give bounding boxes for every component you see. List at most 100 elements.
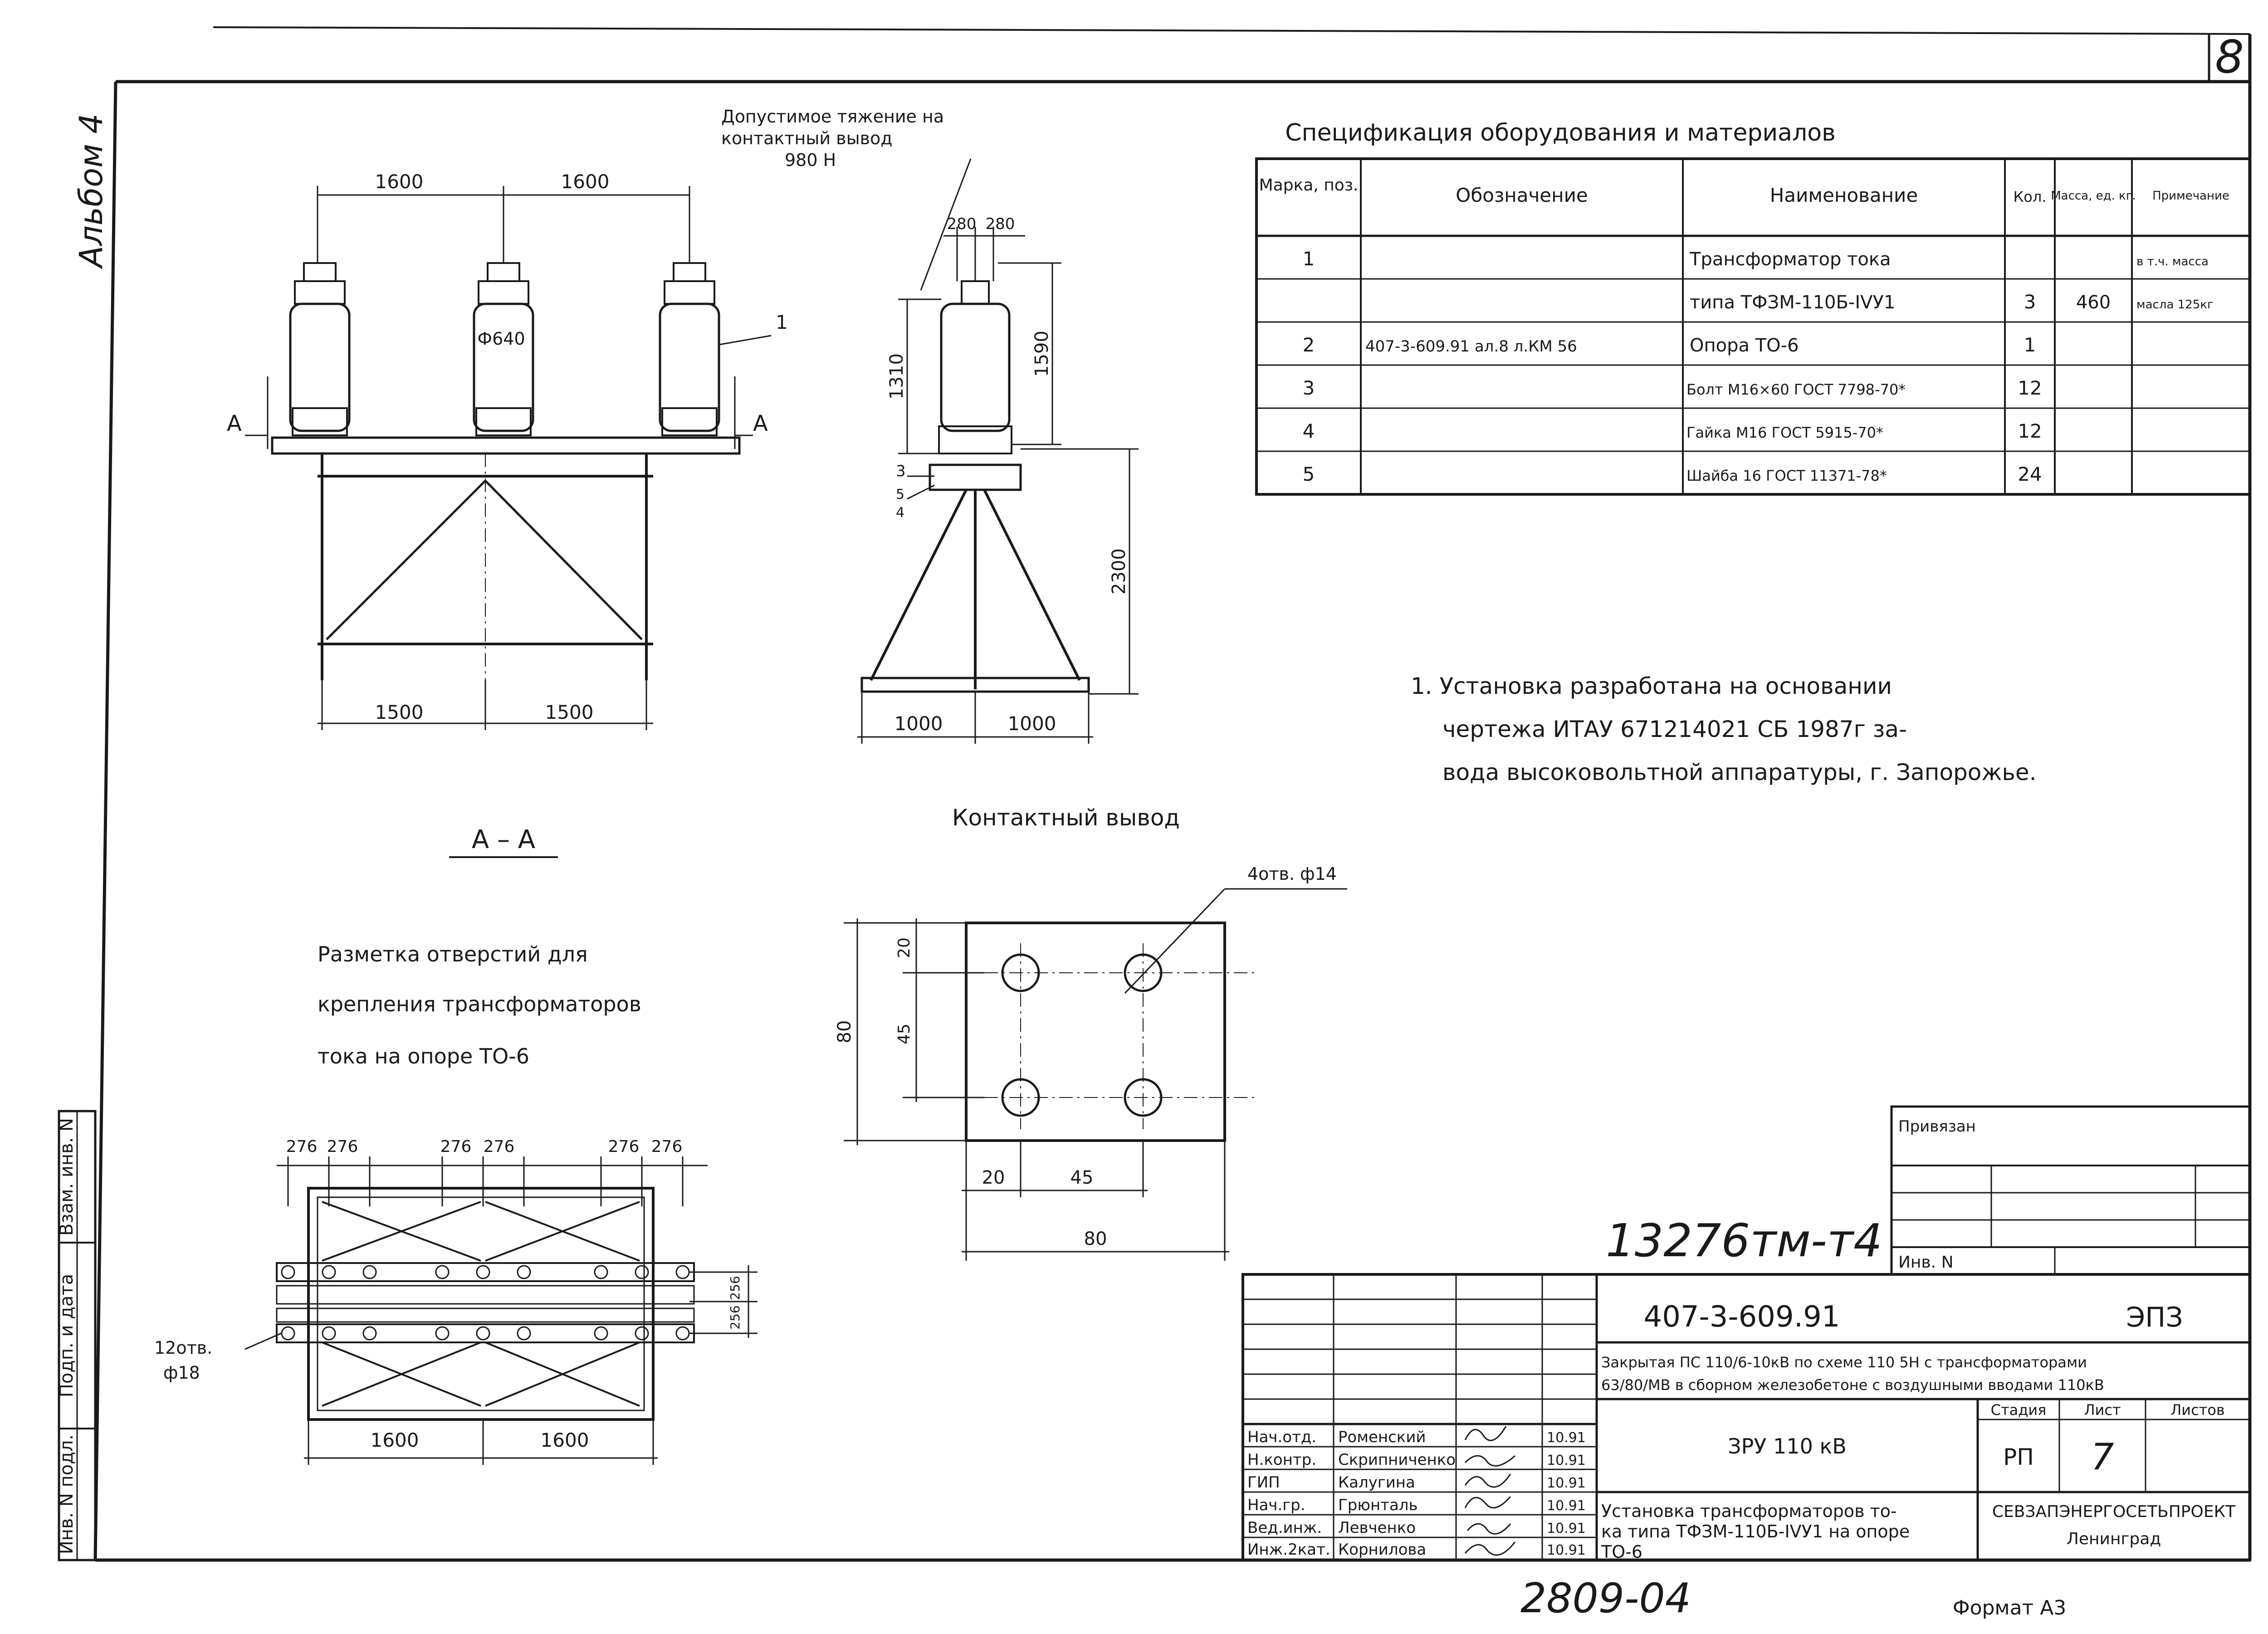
front-view [245,158,972,730]
spec-cell: типа ТФЗМ-110Б-IVУ1 [1690,292,1895,313]
transformer-1 [289,262,351,436]
front-dim-bottom-left: 1500 [375,701,424,723]
spec-cell: 3 [1303,377,1315,399]
title-drawing-2: ка типа ТФЗМ-110Б-IVУ1 на опоре [1601,1522,1910,1541]
bottom-number: 2809-04 [1520,1575,1691,1622]
signatures [1464,1426,1516,1556]
section-aa-plan [244,1156,758,1465]
spec-cell: 5 [1303,463,1315,485]
staff-name: Скрипниченко [1338,1451,1456,1469]
side-stamp [58,1110,97,1561]
staff-role: Нач.гр. [1247,1496,1305,1514]
title-project-2: 63/80/МВ в сборном железобетоне с воздуш… [1601,1376,2104,1394]
side-stamp-inv: Инв. N подл. [56,1434,77,1554]
title-code: 407-3-609.91 [1644,1300,1840,1334]
note-line-2: чертежа ИТАУ 671214021 СБ 1987г за- [1442,716,1907,742]
sheet-frame [93,26,2252,1562]
side-dim-2300: 2300 [1109,548,1129,595]
staff-date: 10.91 [1547,1521,1586,1536]
spec-row-1: 1 Трансформатор тока в т.ч. масса [1303,248,2209,270]
title-sheets-label: Листов [2170,1401,2225,1419]
staff-role: ГИП [1247,1473,1280,1492]
staff-date: 10.91 [1547,1542,1586,1558]
note-line-3: вода высоковольтной аппаратуры, г. Запор… [1442,759,2037,785]
contact-dim-20-h: 20 [982,1167,1005,1188]
section-aa-title: А – А [472,825,535,854]
transformer-2 [473,262,534,436]
front-dim-top-right: 1600 [561,171,610,193]
staff-date: 10.91 [1547,1430,1586,1446]
spec-header-mark: Марка, поз. [1259,176,1359,195]
spec-cell: 3 [2024,291,2036,313]
spec-cell: 407-3-609.91 ал.8 л.КМ 56 [1365,337,1577,356]
title-sheet-label: Лист [2084,1401,2121,1419]
section-aa-caption-2: крепления трансформаторов [318,992,641,1016]
spec-cell: 1 [2024,334,2036,356]
staff-row: Инж.2кат. Корнилова 10.91 [1247,1541,1586,1559]
staff-row: Вед.инж. Левченко 10.91 [1247,1519,1586,1537]
title-object: ЗРУ 110 кВ [1728,1434,1847,1458]
section-mark-left: А [227,411,242,436]
staff-row: Нач.отд. Роменский 10.91 [1247,1428,1586,1446]
spec-row-6: 5 Шайба 16 ГОСТ 11371-78* 24 [1303,463,2042,485]
side-pos-5: 5 [896,487,904,502]
side-stamp-sign: Подп. и дата [56,1274,77,1397]
album-label: Альбом 4 [73,113,110,269]
staff-row: Нач.гр. Грюнталь 10.91 [1247,1496,1586,1514]
contact-title: Контактный вывод [952,805,1180,831]
staff-name: Роменский [1338,1428,1426,1446]
section-mark-right: А [753,411,768,436]
spec-cell: 12 [2018,377,2042,399]
staff-role: Н.контр. [1247,1451,1316,1469]
aa-holes-count: 12отв. [154,1338,212,1358]
aa-holes-diameter: ф18 [163,1363,200,1383]
spec-header-designation: Обозначение [1456,184,1588,206]
contact-holes-label: 4отв. ф14 [1247,864,1337,884]
title-project-1: Закрытая ПС 110/6-10кВ по схеме 110 5Н с… [1601,1354,2087,1371]
staff-name: Калугина [1338,1473,1415,1492]
spec-table [1255,157,2251,496]
title-org: СЕВЗАПЭНЕРГОСЕТЬПРОЕКТ [1992,1502,2236,1521]
front-dim-bottom-right: 1500 [545,701,594,723]
section-aa-caption-3: тока на опоре ТО-6 [318,1044,529,1068]
contact-dim-45-h: 45 [1070,1167,1094,1188]
side-pos-3: 3 [896,462,906,480]
spec-cell: в т.ч. масса [2136,255,2209,268]
title-stage: РП [2003,1444,2034,1470]
spec-title: Спецификация оборудования и материалов [1285,119,1835,146]
spec-row-5: 4 Гайка М16 ГОСТ 5915-70* 12 [1303,420,2042,442]
front-note-line-1: Допустимое тяжение на [721,107,944,127]
note-line-1: 1. Установка разработана на основании [1411,673,1892,699]
staff-role: Инж.2кат. [1247,1541,1330,1559]
staff-date: 10.91 [1547,1475,1586,1491]
side-dim-280-b: 280 [986,215,1015,233]
aa-dim-276-6: 276 [651,1137,683,1156]
spec-row-3: 2 407-3-609.91 ал.8 л.КМ 56 Опора ТО-6 1 [1303,334,2036,356]
side-dim-bottom-right: 1000 [1008,712,1056,735]
aa-dim-276-1: 276 [286,1137,318,1156]
staff-row: ГИП Калугина 10.91 [1247,1473,1586,1492]
spec-row-2: типа ТФЗМ-110Б-IVУ1 3 460 масла 125кг [1690,291,2214,313]
privyazan-inv-label: Инв. N [1898,1253,1954,1272]
front-dim-top-left: 1600 [375,171,424,193]
contact-terminal [844,888,1347,1261]
front-diameter: Ф640 [477,329,525,349]
title-drawing-3: ТО-6 [1601,1542,1642,1562]
spec-cell: Опора ТО-6 [1690,335,1799,356]
aa-dim-276-2: 276 [327,1137,358,1156]
title-org-city: Ленинград [2067,1530,2161,1548]
spec-cell: Болт М16×60 ГОСТ 7798-70* [1686,381,1906,398]
contact-dim-45-v: 45 [895,1024,914,1044]
format-label: Формат А3 [1953,1596,2067,1619]
spec-header-qty: Кол. [2014,188,2047,205]
side-stamp-replace: Взам. инв. N [56,1118,77,1236]
side-view [857,227,1139,744]
staff-role: Нач.отд. [1247,1428,1316,1446]
side-pos-4: 4 [896,505,904,521]
handwritten-ref: 13276тм-т4 [1606,1214,1882,1267]
side-dim-bottom-left: 1000 [894,712,943,735]
aa-dim-256-2: 256 [728,1305,743,1329]
title-sheet: 7 [2091,1436,2114,1478]
spec-cell: 460 [2076,292,2111,313]
spec-cell: 24 [2018,463,2042,485]
